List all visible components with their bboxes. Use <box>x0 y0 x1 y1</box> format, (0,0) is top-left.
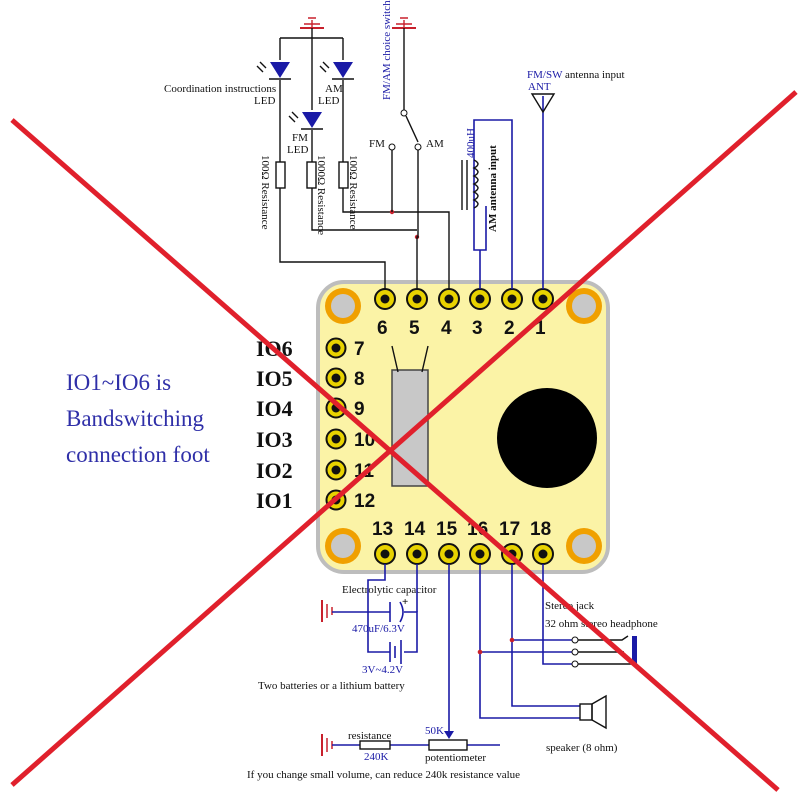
ground-symbol-3 <box>321 600 333 622</box>
coord-led <box>256 61 291 80</box>
label: If you change small volume, can reduce 2… <box>247 769 520 781</box>
label: antenna input <box>565 69 625 81</box>
ground-symbol-1 <box>300 17 324 29</box>
volume-section: resistance 240K 50K potentiometer If you… <box>247 564 520 781</box>
board-outline <box>316 280 610 574</box>
pin-label: 1 <box>535 318 546 339</box>
note-line: connection foot <box>66 442 210 467</box>
pin-label: 2 <box>504 318 515 339</box>
label: AM <box>325 83 343 95</box>
pin-label: 17 <box>499 519 520 540</box>
corner-pad-tl <box>325 288 361 324</box>
pin-label: 8 <box>354 369 365 390</box>
pad-7 <box>325 337 347 359</box>
label: AM <box>426 138 444 150</box>
label: 50K <box>425 725 444 737</box>
note-line: Bandswitching <box>66 406 204 431</box>
label: LED <box>318 95 339 107</box>
chip-blob <box>497 388 597 488</box>
label: ANT <box>528 81 551 93</box>
label: AM antenna input <box>487 145 499 232</box>
label: speaker (8 ohm) <box>546 742 618 754</box>
pad-13 <box>374 543 396 565</box>
corner-pad-tr <box>566 288 602 324</box>
label: 240K <box>364 751 389 763</box>
pad-3 <box>469 288 491 310</box>
ground-symbol-2 <box>392 17 416 29</box>
label: LED <box>254 95 275 107</box>
io-label: IO3 <box>256 427 293 452</box>
pin-label: 3 <box>472 318 483 339</box>
pad-4 <box>438 288 460 310</box>
label: potentiometer <box>425 752 486 764</box>
led-section: Coordination instructions LED AM LED FM … <box>164 17 450 289</box>
pad-8 <box>325 367 347 389</box>
left-pads <box>325 337 347 511</box>
am-led <box>319 61 354 80</box>
speaker-icon <box>579 703 593 721</box>
pad-16 <box>469 543 491 565</box>
label: + <box>402 596 408 608</box>
jack-plug <box>632 636 637 664</box>
am-coil: 400uH AM antenna input <box>461 119 513 289</box>
label: 32 ohm stereo headphone <box>545 618 658 630</box>
label: 1000Ω Resistance <box>315 155 327 235</box>
label: LED <box>287 144 308 156</box>
label: 100Ω Resistance <box>347 155 359 230</box>
fm-led <box>288 111 323 130</box>
pin-label: 15 <box>436 519 458 540</box>
note-line: IO1~IO6 is <box>66 370 171 395</box>
label: 400uH <box>465 128 477 158</box>
pad-14 <box>406 543 428 565</box>
label: FM <box>292 132 308 144</box>
resistor-2 <box>306 161 317 189</box>
pad-2 <box>501 288 523 310</box>
pad-5 <box>406 288 428 310</box>
label: 470uF/6.3V <box>352 623 405 635</box>
pad-10 <box>325 428 347 450</box>
pad-18 <box>532 543 554 565</box>
red-cross-overlay <box>10 90 798 792</box>
pin-label: 4 <box>441 318 452 339</box>
label: FM/AM choice switch <box>381 0 393 100</box>
pin-label: 6 <box>377 318 388 339</box>
io-label: IO2 <box>256 458 293 483</box>
io-label: IO1 <box>256 488 293 513</box>
pin-label: 7 <box>354 339 365 360</box>
label: 3V~4.2V <box>362 664 403 676</box>
label: resistance <box>348 730 391 742</box>
label: Electrolytic capacitor <box>342 584 437 596</box>
pin-label: 18 <box>530 519 551 540</box>
module-board <box>316 280 610 574</box>
potentiometer <box>428 739 468 751</box>
pad-15 <box>438 543 460 565</box>
power-section: Electrolytic capacitor + 470uF/6.3V 3V~4… <box>258 564 437 692</box>
label: Two batteries or a lithium battery <box>258 680 405 692</box>
io-label: IO4 <box>256 396 293 421</box>
pin-label: 9 <box>354 399 365 420</box>
pin-label: 13 <box>372 519 393 540</box>
pad-6 <box>374 288 396 310</box>
fm-am-switch: FM/AM choice switch FM AM <box>369 0 444 289</box>
pad-11 <box>325 459 347 481</box>
ground-symbol-4 <box>321 734 333 756</box>
label: 100Ω Resistance <box>259 155 271 230</box>
corner-pad-bl <box>325 528 361 564</box>
resistor-3 <box>338 161 349 189</box>
fm-sw-antenna: FM/SW antenna input ANT <box>527 69 625 289</box>
resistor-240k <box>359 740 391 750</box>
label: FM <box>369 138 385 150</box>
pin-label: 12 <box>354 491 375 512</box>
pad-1 <box>532 288 554 310</box>
label: FM/SW <box>527 69 563 81</box>
label: Coordination instructions <box>164 83 276 95</box>
audio-output-section: Stereo jack 32 ohm stereo headphone spea… <box>477 564 658 754</box>
pin-label: 14 <box>404 519 426 540</box>
corner-pad-br <box>566 528 602 564</box>
io-label: IO5 <box>256 366 293 391</box>
pin-label: 5 <box>409 318 420 339</box>
resistor-1 <box>275 161 286 189</box>
